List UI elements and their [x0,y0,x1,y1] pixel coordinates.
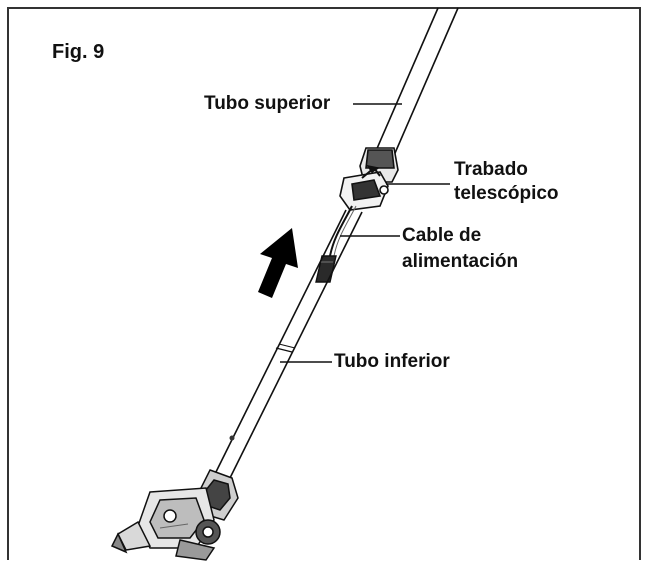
label-upper-tube: Tubo superior [204,93,331,114]
label-telescopic-lock-line2: telescópico [454,183,559,204]
power-cable [329,205,353,257]
arrow-up-icon [258,228,298,298]
lower-tube [211,209,363,483]
cutting-head [110,469,239,561]
figure-title: Fig. 9 [52,41,105,63]
label-telescopic-lock-line1: Trabado [454,159,528,180]
figure-frame [7,7,641,560]
telescopic-lock [339,147,399,211]
upper-tube [371,7,459,161]
label-lower-tube: Tubo inferior [334,351,450,372]
power-cable-shadow [333,205,357,257]
label-power-cable-line1: Cable de [402,225,482,246]
label-power-cable-line2: alimentación [402,251,519,272]
